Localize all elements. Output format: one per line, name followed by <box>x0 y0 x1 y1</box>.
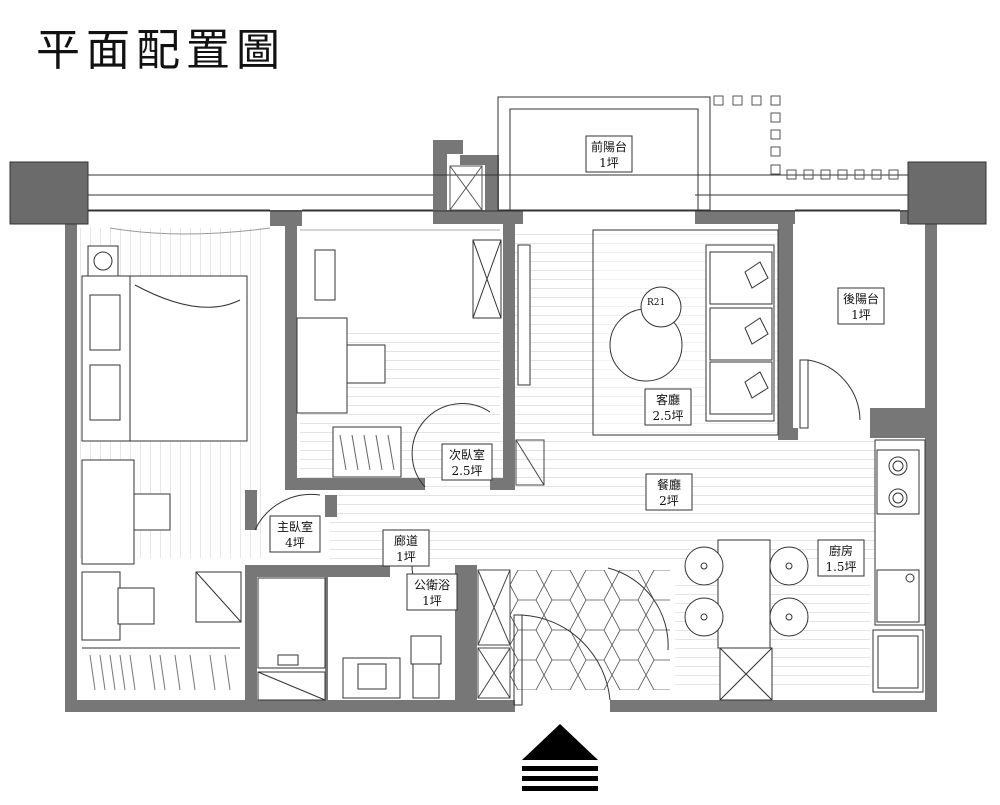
duct-shaft <box>449 165 483 211</box>
entrance-door <box>513 567 669 706</box>
front-balcony <box>497 96 711 211</box>
table-tag: R21 <box>647 298 665 308</box>
planter-markers <box>713 95 899 180</box>
label-public-bathroom: 公衛浴 1坪 <box>406 573 458 611</box>
living-room-furniture <box>517 229 779 436</box>
entrance-arrow-icon <box>522 724 598 791</box>
svg-text:1坪: 1坪 <box>599 156 619 170</box>
corridor-cabinet <box>515 439 545 486</box>
kitchen-furniture <box>684 439 926 701</box>
svg-text:2.5坪: 2.5坪 <box>652 409 683 423</box>
door-swings <box>254 403 491 531</box>
room-labels: 前陽台 1坪 後陽台 1坪 客廳 2.5坪 次臥室 2.5坪 餐廳 2坪 主臥室… <box>269 135 885 611</box>
svg-text:廚房: 廚房 <box>829 543 853 558</box>
svg-text:2坪: 2坪 <box>659 494 679 508</box>
svg-text:前陽台: 前陽台 <box>591 139 627 154</box>
label-back-balcony: 後陽台 1坪 <box>837 287 885 325</box>
shoe-cabinet <box>477 569 511 699</box>
master-bedroom-wardrobe <box>89 227 271 691</box>
svg-text:後陽台: 後陽台 <box>843 291 879 306</box>
walls <box>65 140 937 712</box>
label-kitchen: 廚房 1.5坪 <box>817 539 865 577</box>
back-balcony-door <box>799 359 861 429</box>
svg-text:1坪: 1坪 <box>422 594 442 608</box>
label-front-balcony: 前陽台 1坪 <box>585 135 633 173</box>
plan-title: 平面配置圖 <box>36 25 286 76</box>
svg-text:次臥室: 次臥室 <box>449 447 485 462</box>
label-master-bedroom: 主臥室 4坪 <box>269 515 321 553</box>
label-corridor: 廊道 1坪 <box>382 529 430 567</box>
svg-text:1坪: 1坪 <box>396 550 416 564</box>
svg-text:主臥室: 主臥室 <box>277 519 313 534</box>
svg-text:4坪: 4坪 <box>285 536 305 550</box>
svg-text:餐廳: 餐廳 <box>657 477 681 492</box>
svg-text:廊道: 廊道 <box>394 533 418 548</box>
bathroom-fixtures <box>257 565 456 701</box>
master-bedroom-furniture <box>81 245 248 649</box>
second-bedroom-furniture <box>296 229 502 478</box>
label-second-bedroom: 次臥室 2.5坪 <box>441 443 493 481</box>
label-living-room: 客廳 2.5坪 <box>644 388 692 426</box>
svg-text:客廳: 客廳 <box>656 392 680 407</box>
svg-text:1.5坪: 1.5坪 <box>825 560 856 574</box>
columns <box>9 161 987 225</box>
label-dining-room: 餐廳 2坪 <box>645 473 693 511</box>
svg-text:公衛浴: 公衛浴 <box>414 578 450 592</box>
svg-text:2.5坪: 2.5坪 <box>451 464 482 478</box>
svg-text:1坪: 1坪 <box>851 308 871 322</box>
